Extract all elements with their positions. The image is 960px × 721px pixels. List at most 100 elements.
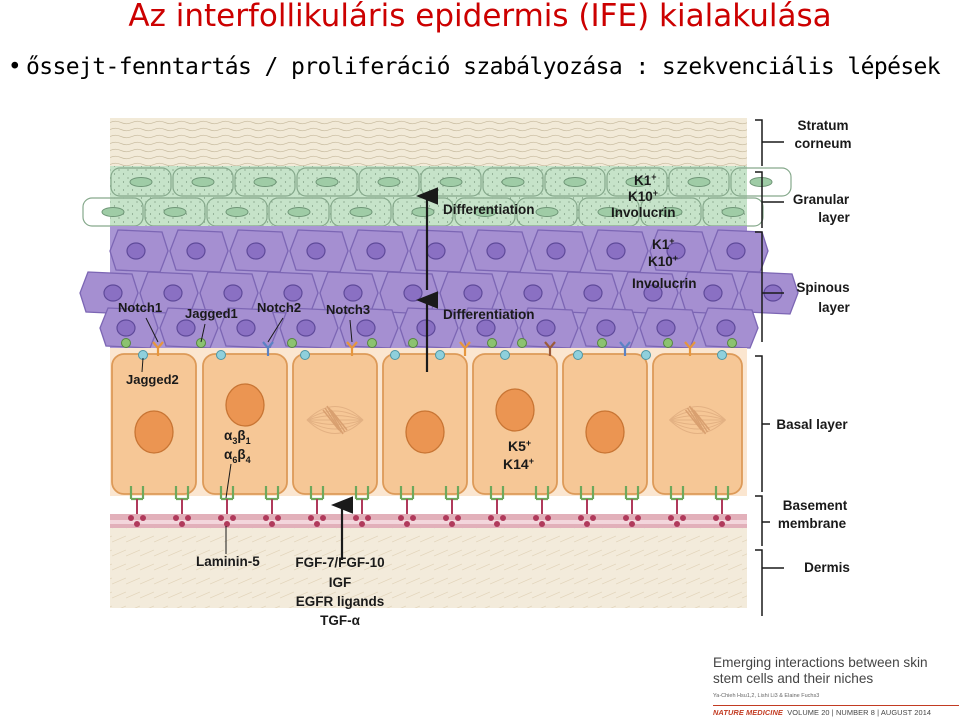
granular-cell-nucleus: [191, 177, 215, 187]
spinous-cell-nucleus: [246, 242, 266, 260]
laminin-knob: [719, 521, 725, 527]
jagged-ligand: [727, 338, 737, 348]
notch-ligand: [641, 350, 651, 360]
chromosome: [684, 409, 703, 431]
differentiation-lower-label: Differentiation: [443, 307, 535, 322]
basal-cell-nucleus: [495, 388, 535, 432]
basal-layer-label: Basal layer: [776, 417, 848, 432]
notch-receptor: [684, 341, 696, 356]
jagged-ligand: [517, 338, 527, 348]
growth-factor-egfr-label: EGFR ligands: [296, 594, 385, 609]
granular-cell: [606, 167, 668, 197]
granular-cell: [668, 167, 730, 197]
jagged-ligand: [121, 338, 131, 348]
spinous-markers: K1+ K10+ Involucrin: [632, 236, 697, 291]
laminin-knob: [398, 515, 404, 521]
granular-cell-nucleus: [225, 207, 249, 217]
k5-label: K5+: [508, 438, 531, 454]
laminin-knob: [578, 515, 584, 521]
spinous-cell-nucleus: [546, 242, 566, 260]
laminin-knob: [128, 515, 134, 521]
granular-cell: [110, 167, 172, 197]
integrin-a3b1-label: α3β1: [224, 428, 251, 446]
granular-cell: [358, 167, 420, 197]
jagged-ligand: [367, 338, 377, 348]
notch-ligand: [717, 350, 727, 360]
chromosome: [326, 405, 344, 435]
notch-receptor-row: [121, 338, 737, 360]
spinous-cell-nucleus: [126, 242, 146, 260]
laminin-knob: [449, 521, 455, 527]
granular-cell: [234, 167, 296, 197]
granular-layer: [82, 166, 792, 228]
layer-labels: Stratum corneum Granular layer Spinous l…: [776, 118, 851, 575]
granular-cell-nucleus: [659, 207, 683, 217]
spinous-cell-nucleus: [296, 319, 316, 337]
laminin-knob: [674, 521, 680, 527]
mitotic-spindle-fiber: [669, 419, 726, 430]
stratum-corneum-label-2: corneum: [794, 136, 851, 151]
laminin-knob: [494, 521, 500, 527]
spinous-cell-nucleus: [666, 242, 686, 260]
spinous-cell-nucleus: [606, 242, 626, 260]
granular-cell: [730, 167, 792, 197]
reference-authors: Ya-Chieh Hsu1,2, Lishi Li3 & Elaine Fuch…: [713, 693, 820, 699]
granular-cell-nucleus: [721, 207, 745, 217]
chromosome: [688, 405, 707, 435]
laminin-knob: [545, 515, 551, 521]
laminin-knob: [224, 521, 230, 527]
basal-keratin-labels: K5+ K14+: [503, 438, 534, 472]
notch1-label: Notch1: [118, 300, 162, 315]
mitotic-spindle-fiber: [306, 419, 364, 434]
spinous-cell-nucleus: [176, 319, 196, 337]
granular-cell-nucleus: [625, 177, 649, 187]
journal-issue: VOLUME 20 | NUMBER 8 | AUGUST 2014: [787, 708, 932, 717]
notch-ligand: [300, 350, 310, 360]
notch-ligand: [390, 350, 400, 360]
spinous-involucrin-label: Involucrin: [632, 276, 697, 291]
mitotic-spindle-fiber: [669, 406, 726, 421]
spinous-k10-label: K10+: [648, 253, 678, 269]
spinous-cell-nucleus: [703, 284, 723, 302]
notch-receptor: [544, 341, 556, 356]
notch-receptor: [459, 341, 471, 356]
jagged-ligand: [408, 338, 418, 348]
laminin-knob: [590, 515, 596, 521]
jagged-ligand: [196, 338, 206, 348]
integrin-receptors: [128, 486, 731, 527]
slide-title: Az interfollikuláris epidermis (IFE) kia…: [128, 0, 832, 34]
laminin-knob: [275, 515, 281, 521]
laminin-knob: [539, 521, 545, 527]
granular-label-2: layer: [818, 210, 850, 225]
laminin-knob: [584, 521, 590, 527]
spinous-cell-nucleus: [306, 242, 326, 260]
notch-labels: Notch1 Jagged1 Notch2 Notch3 Jagged2: [118, 300, 370, 387]
laminin-knob: [410, 515, 416, 521]
basement-membrane-label-2: membrane: [778, 516, 847, 531]
mitotic-spindle-fiber: [306, 406, 364, 421]
chromosome: [330, 409, 348, 431]
notch-ligand: [435, 350, 445, 360]
mitotic-spindle-fiber: [306, 419, 364, 430]
jagged-ligand: [287, 338, 297, 348]
bullet-line: •őssejt-fenntartás / proliferáció szabál…: [8, 54, 941, 80]
laminin-knob: [500, 515, 506, 521]
granular-cell: [296, 167, 358, 197]
spinous-cell-nucleus: [103, 284, 123, 302]
stratum-corneum-layer: [110, 118, 747, 168]
laminin-knob: [308, 515, 314, 521]
notch-ligand: [216, 350, 226, 360]
granular-cell-nucleus: [563, 177, 587, 187]
granular-cells: [82, 167, 792, 227]
spinous-cell-nucleus: [716, 319, 736, 337]
spinous-cell-nucleus: [523, 284, 543, 302]
notch2-label: Notch2: [257, 300, 301, 315]
spinous-cell-nucleus: [536, 319, 556, 337]
laminin-knob: [635, 515, 641, 521]
laminin-knob: [140, 515, 146, 521]
spinous-k1-label: K1+: [652, 236, 675, 252]
notch-ligand: [500, 350, 510, 360]
granular-cell-nucleus: [253, 177, 277, 187]
laminin-knob: [533, 515, 539, 521]
spinous-cell-nucleus: [463, 284, 483, 302]
